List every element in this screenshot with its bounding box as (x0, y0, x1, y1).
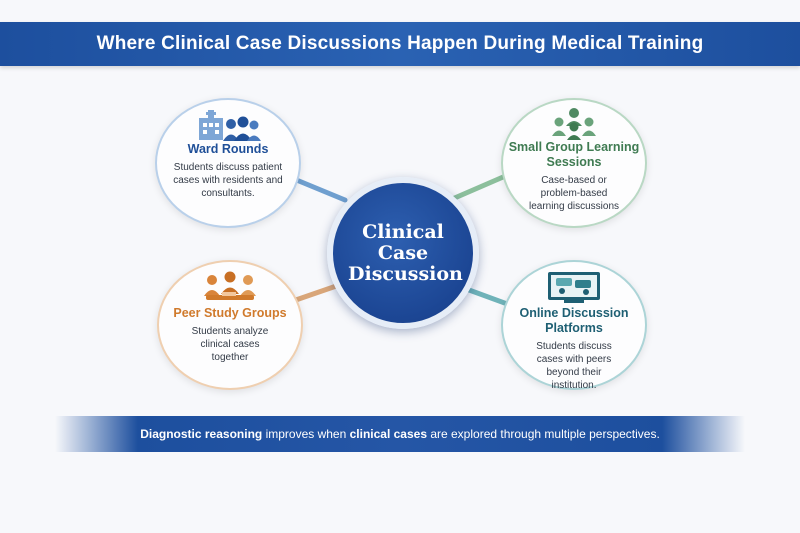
peer-title: Peer Study Groups (173, 306, 287, 320)
node-small-group: Small Group Learning Sessions Case-based… (501, 98, 647, 228)
page-title: Where Clinical Case Discussions Happen D… (96, 33, 704, 54)
ward-title: Ward Rounds (187, 142, 269, 156)
ward-desc: Students discuss patient cases with resi… (173, 162, 283, 199)
study-group-icon (204, 271, 256, 300)
small-desc: Case-based or problem-based learning dis… (528, 175, 620, 212)
online-title: Online Discussion Platforms (519, 306, 629, 335)
center-label: Clinical Case Discussion (348, 220, 463, 285)
connector-small (447, 171, 513, 203)
center-line-1: Clinical (362, 220, 444, 243)
footer-bold-1: Diagnostic reasoning (140, 427, 263, 441)
online-chat-icon (548, 272, 600, 303)
online-desc: Students discuss cases with peers beyond… (536, 341, 612, 391)
small-title: Small Group Learning Sessions (508, 140, 640, 169)
node-online-platforms: Online Discussion Platforms Students dis… (501, 260, 647, 391)
center-line-3: Discussion (348, 262, 463, 285)
peer-desc: Students analyze clinical cases together (191, 326, 269, 363)
footer-banner: Diagnostic reasoning improves when clini… (55, 416, 745, 452)
footer-bold-2: clinical cases (349, 427, 427, 441)
node-peer-study: Peer Study Groups Students analyze clini… (157, 260, 303, 390)
center-line-2: Case (377, 241, 429, 264)
footer-text-4: are explored through multiple perspectiv… (427, 427, 660, 441)
center-hub: Clinical Case Discussion (327, 177, 479, 329)
node-ward-rounds: Ward Rounds Students discuss patient cas… (155, 98, 301, 228)
footer-text-2: improves when (262, 427, 350, 441)
title-banner: Where Clinical Case Discussions Happen D… (0, 22, 800, 66)
hospital-team-icon (199, 110, 261, 141)
group-meeting-icon (552, 108, 596, 140)
footer-text: Diagnostic reasoning improves when clini… (140, 427, 660, 441)
